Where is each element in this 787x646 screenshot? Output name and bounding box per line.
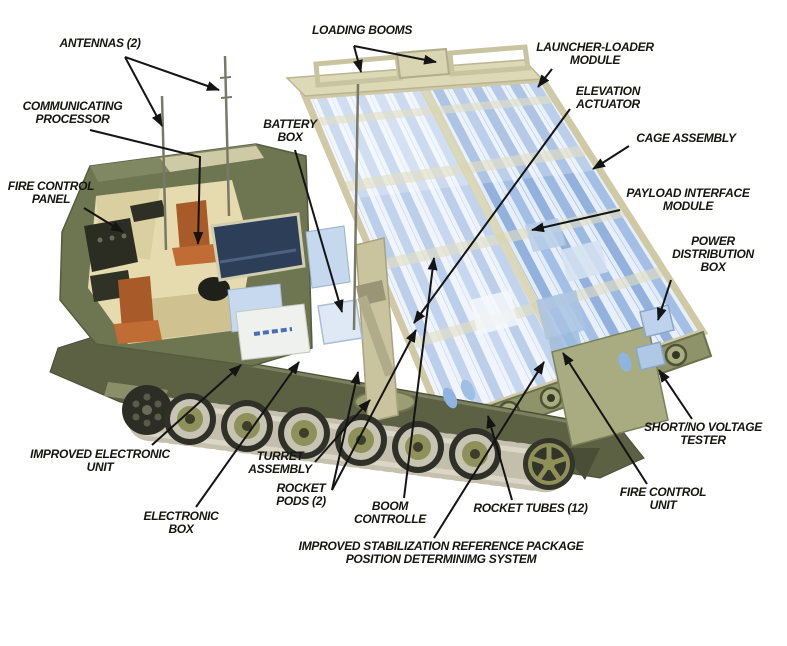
short-no-voltage-tester [635,341,666,371]
turret-assembly [354,237,476,423]
wheel [164,393,501,480]
antennas [160,55,360,331]
elevation-actuator [357,295,395,377]
periscope-dome [198,277,230,301]
antenna-mast [352,83,360,331]
rear-sprocket [523,438,575,490]
cab-interior [84,180,252,344]
front-sprocket [122,385,172,435]
antenna-mast [223,55,231,217]
cab [59,143,363,367]
antenna-mast [160,95,168,251]
electronic-box [305,225,351,289]
launcher-roof [285,59,544,97]
rear-hull-box [551,304,675,447]
cab-window [210,212,306,282]
leader-lines [83,45,693,539]
road-wheels [122,385,575,490]
